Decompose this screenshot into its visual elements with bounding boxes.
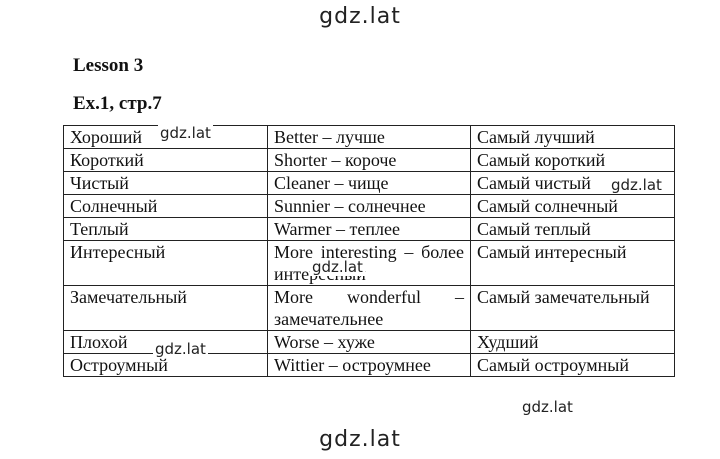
watermark-top: gdz.lat <box>319 4 401 29</box>
table-cell-adjective: Чистый <box>63 171 268 195</box>
watermark-inline: gdz.lat <box>158 124 213 142</box>
table-cell-adjective: Замечательный <box>63 285 268 331</box>
table-cell-comparative: Warmer – теплее <box>267 217 471 241</box>
table-cell-comparative: Sunnier – солнечнее <box>267 194 471 218</box>
table-cell-comparative: More wonderful – замечательнее <box>267 285 471 331</box>
table-row: Интересный More interesting – более инте… <box>63 240 675 286</box>
table-cell-adjective: Интересный <box>63 240 268 286</box>
watermark-inline: gdz.lat <box>520 398 575 416</box>
table-cell-superlative: Худший <box>470 330 675 354</box>
table-cell-superlative: Самый замечательный <box>470 285 675 331</box>
table-cell-adjective: Остроумный <box>63 353 268 377</box>
table-cell-comparative: Better – лучше <box>267 125 471 149</box>
table-cell-adjective: Солнечный <box>63 194 268 218</box>
table-cell-adjective: Короткий <box>63 148 268 172</box>
table-cell-superlative: Самый лучший <box>470 125 675 149</box>
table-cell-comparative: Cleaner – чище <box>267 171 471 195</box>
exercise-reference: Ex.1, стр.7 <box>73 93 162 114</box>
watermark-inline: gdz.lat <box>153 340 208 358</box>
table-cell-comparative: Shorter – короче <box>267 148 471 172</box>
table-row: Теплый Warmer – теплее Самый теплый <box>63 217 675 241</box>
table-row: Солнечный Sunnier – солнечнее Самый солн… <box>63 194 675 218</box>
table-cell-comparative: Worse – хуже <box>267 330 471 354</box>
table-row: Остроумный Wittier – остроумнее Самый ос… <box>63 353 675 377</box>
comparatives-table: Хороший Better – лучше Самый лучший Коро… <box>63 125 675 377</box>
table-cell-comparative: Wittier – остроумнее <box>267 353 471 377</box>
table-cell-superlative: Самый интересный <box>470 240 675 286</box>
watermark-bottom: gdz.lat <box>319 427 401 452</box>
table-row: Короткий Shorter – короче Самый короткий <box>63 148 675 172</box>
watermark-inline: gdz.lat <box>310 258 365 276</box>
table-cell-superlative: Самый короткий <box>470 148 675 172</box>
table-cell-superlative: Самый солнечный <box>470 194 675 218</box>
watermark-inline: gdz.lat <box>609 176 664 194</box>
table-row: Замечательный More wonderful – замечател… <box>63 285 675 331</box>
table-cell-comparative: More interesting – более интересный <box>267 240 471 286</box>
table-row: Чистый Cleaner – чище Самый чистый <box>63 171 675 195</box>
table-cell-superlative: Самый остроумный <box>470 353 675 377</box>
table-row: Хороший Better – лучше Самый лучший <box>63 125 675 149</box>
table-cell-superlative: Самый теплый <box>470 217 675 241</box>
lesson-title: Lesson 3 <box>73 55 144 76</box>
table-cell-adjective: Теплый <box>63 217 268 241</box>
